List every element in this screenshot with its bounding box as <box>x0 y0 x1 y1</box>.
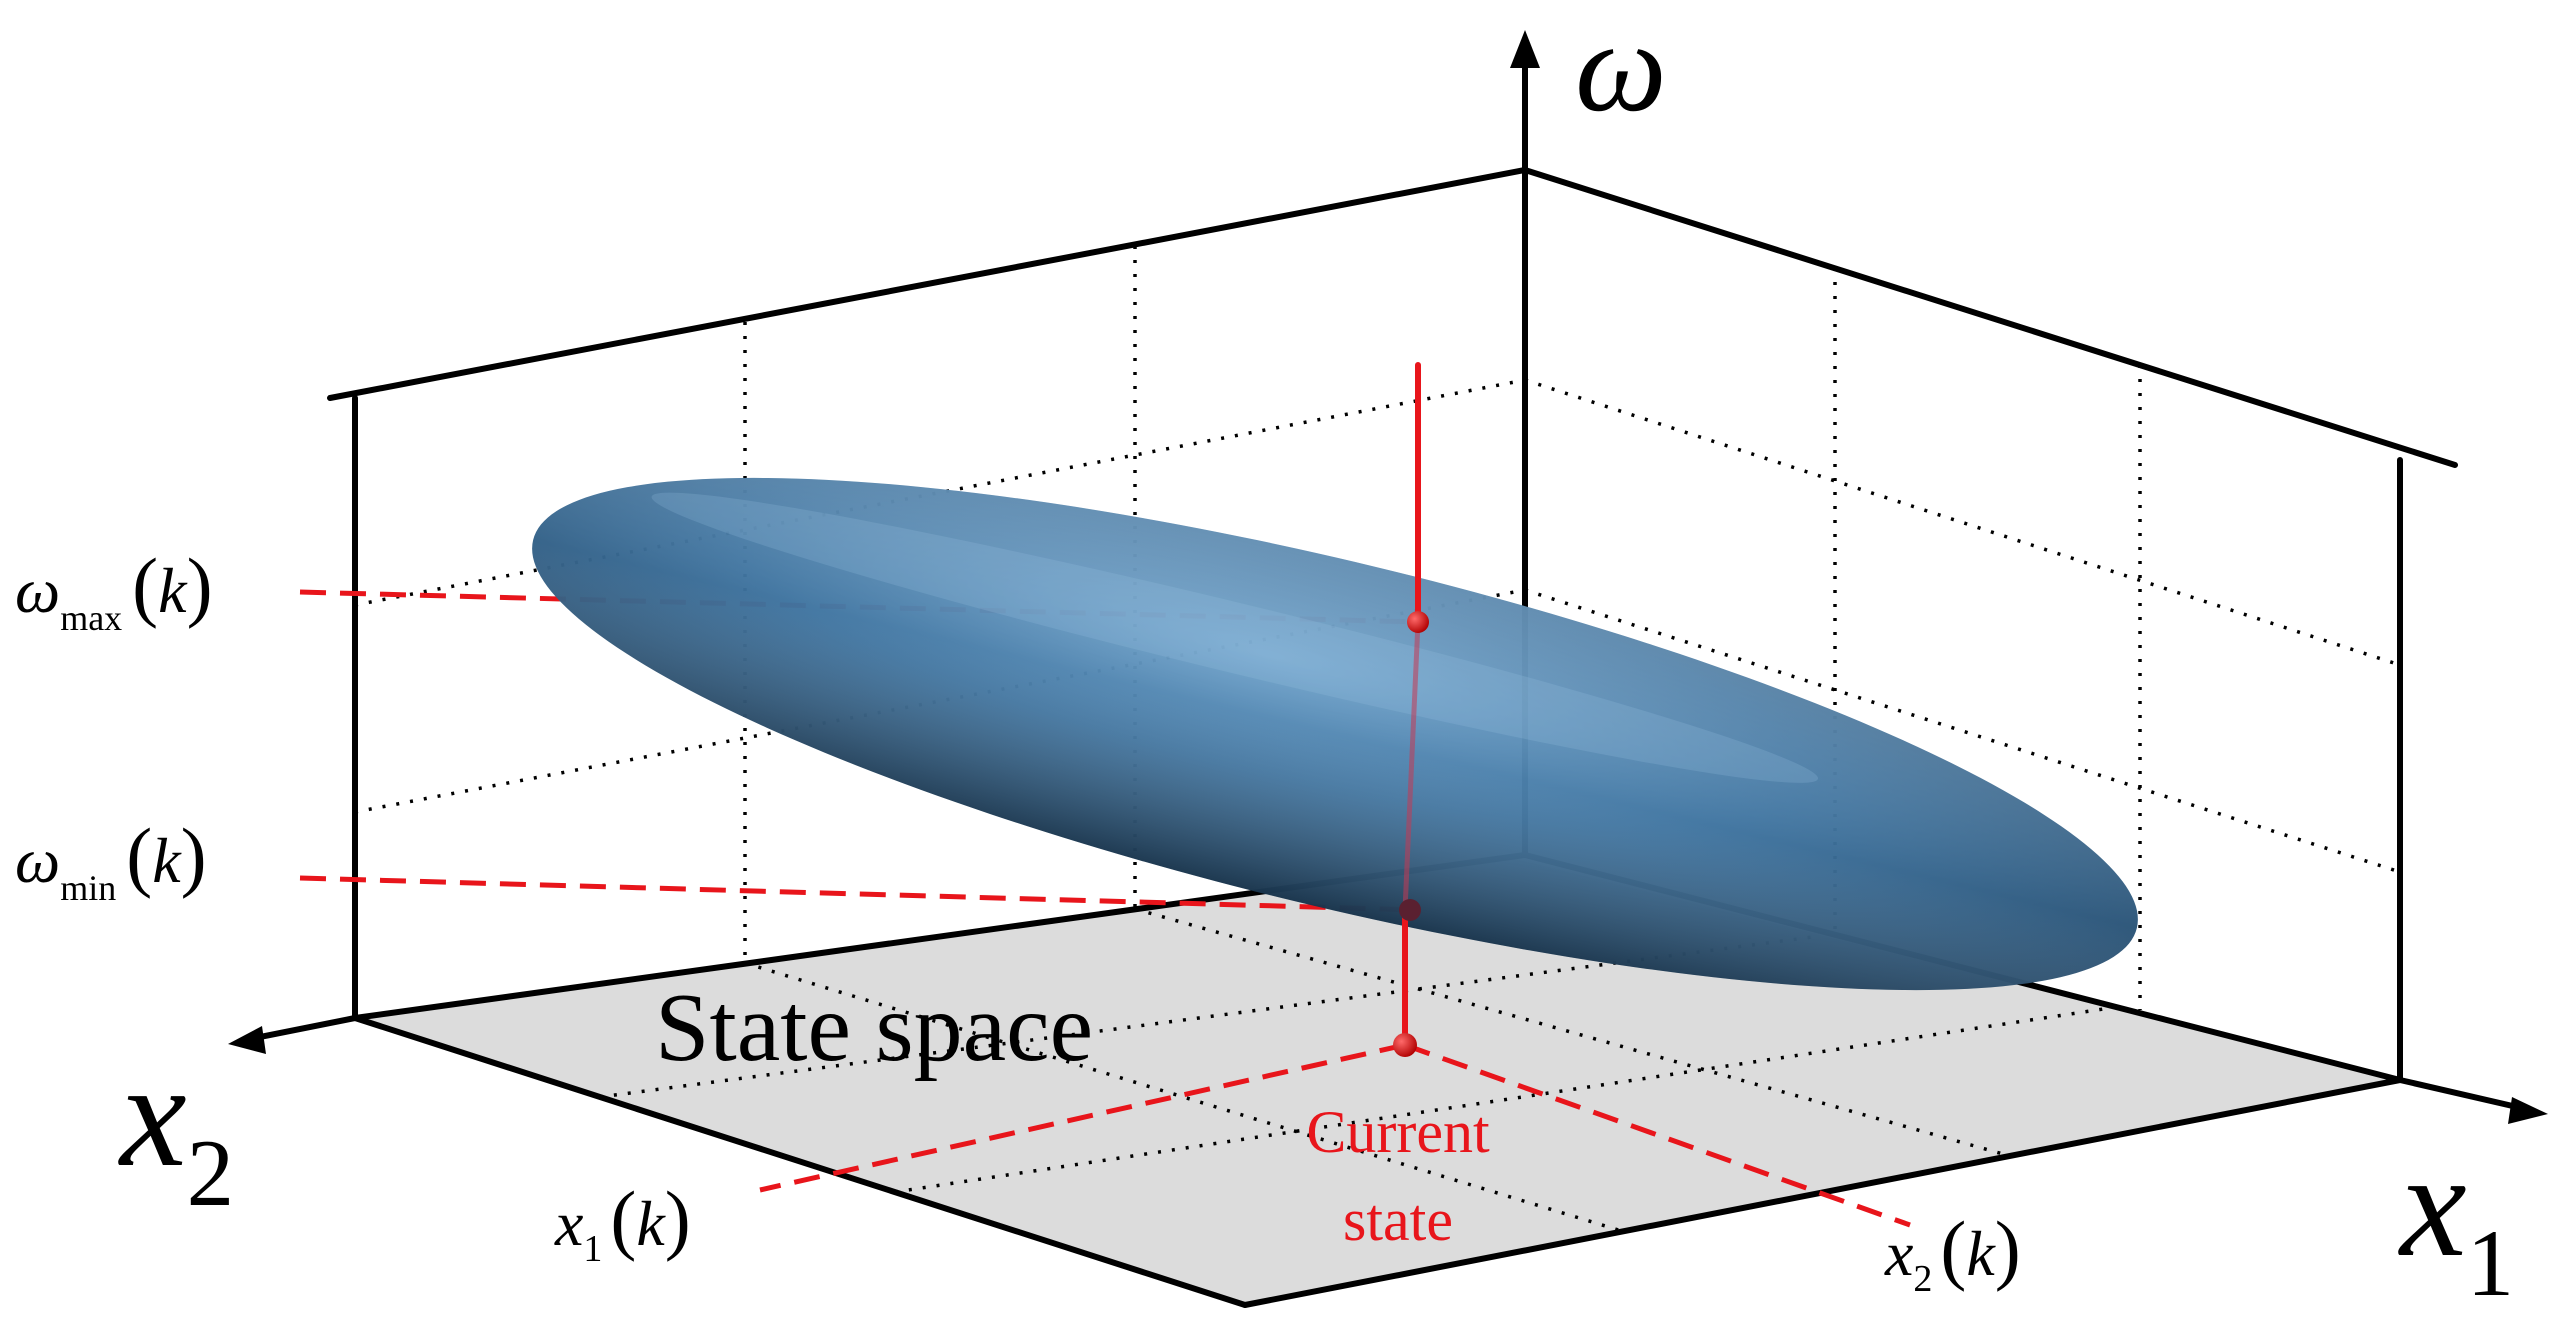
current-state-inner-line <box>1402 621 1421 911</box>
x1-arrowhead <box>2508 1097 2548 1124</box>
current-state-label-line1: Current <box>1306 1099 1490 1165</box>
omega-max-point <box>1407 611 1429 633</box>
omega-min-projection <box>299 875 1419 913</box>
state-space-label: State space <box>655 974 1093 1082</box>
x1-axis-line <box>2397 1077 2533 1113</box>
x2-projection <box>1404 1042 1911 1228</box>
uncertainty-ellipsoid <box>532 477 2138 991</box>
current-state-point <box>1393 1033 1417 1057</box>
x2-k-label: x2(k) <box>1884 1205 2021 1300</box>
omega-min-label: ωmin(k) <box>15 812 207 908</box>
x2-axis-label: x2 <box>118 1032 234 1226</box>
omega-arrowhead <box>1510 30 1540 68</box>
x1-axis-label: x1 <box>2398 1122 2514 1316</box>
current-state-vertical <box>1402 362 1421 1048</box>
omega-axis-label: ω <box>1575 0 1667 139</box>
omega-min-point <box>1399 899 1421 921</box>
box-frame <box>327 167 2458 1308</box>
omega-max-label: ωmax(k) <box>15 542 213 638</box>
x2-arrowhead <box>228 1026 266 1054</box>
x1-k-label: x1(k) <box>554 1175 691 1270</box>
current-state-label-line2: state <box>1343 1187 1453 1253</box>
x1-projection <box>759 1042 1406 1193</box>
